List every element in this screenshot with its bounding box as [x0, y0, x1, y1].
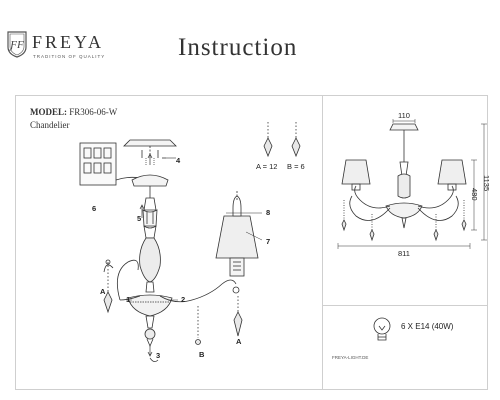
- callout-a-left: A: [100, 287, 106, 296]
- monogram-badge-icon: ƑF: [7, 31, 27, 58]
- callout-6: 6: [92, 204, 97, 213]
- website-text: FREYA-LIGHT.DE: [332, 355, 369, 360]
- dimension-total-height: 1135: [482, 175, 491, 192]
- left-arm-icon: [103, 259, 141, 301]
- diagram-frame: [15, 95, 488, 390]
- part-b-count: B = 6: [287, 162, 305, 171]
- callout-a-right: A: [236, 337, 242, 346]
- callout-b: B: [199, 350, 205, 359]
- dimension-body-height: 480: [470, 188, 479, 201]
- canopy-icon: [131, 174, 169, 198]
- assembly-arrows: [126, 153, 263, 362]
- callout-7: 7: [266, 237, 271, 246]
- model-label: MODEL:: [30, 107, 67, 117]
- chandelier-body-icon: [127, 197, 173, 348]
- part-a-count: A = 12: [256, 162, 278, 171]
- lightbulb-icon: [373, 317, 391, 341]
- dimension-lines: [337, 119, 487, 249]
- overview-drawing-icon: [341, 123, 467, 242]
- page-title: Instruction: [178, 34, 298, 61]
- part-a-crystal-icon: [263, 122, 273, 158]
- model-line: MODEL: FR306-06-W: [30, 107, 117, 117]
- dimension-top-width: 110: [398, 111, 410, 120]
- lamp-shade-icon: [215, 215, 259, 277]
- callout-4: 4: [176, 156, 181, 165]
- part-b-crystal-icon: [291, 122, 301, 158]
- ceiling-plate-icon: [123, 139, 177, 159]
- right-arm-icon: [159, 279, 240, 303]
- candle-bulb-icon: [232, 190, 242, 217]
- crystal-string-right-icon: [233, 296, 243, 337]
- product-type: Chandelier: [30, 120, 70, 130]
- callout-3: 3: [156, 351, 161, 360]
- brand-tagline: TRADITION OF QUALITY: [33, 54, 106, 59]
- brand-logo: ƑF FREYA TRADITION OF QUALITY: [6, 30, 136, 66]
- terminal-block-icon: [79, 142, 141, 186]
- callout-2: 2: [181, 295, 186, 304]
- model-code: FR306-06-W: [69, 107, 118, 117]
- dimension-diameter: 811: [398, 249, 410, 258]
- brand-name: FREYA: [32, 32, 105, 52]
- bulb-spec: 6 X E14 (40W): [401, 322, 454, 331]
- monogram-text: ƑF: [8, 39, 24, 51]
- frame-divider-vertical: [322, 95, 323, 390]
- crystal-string-left-icon: [103, 259, 113, 314]
- frame-divider-horizontal: [322, 305, 488, 306]
- callout-5: 5: [137, 214, 142, 223]
- callout-1: 1: [126, 295, 131, 304]
- crystal-string-center-icon: [195, 306, 201, 345]
- callout-8: 8: [266, 208, 271, 217]
